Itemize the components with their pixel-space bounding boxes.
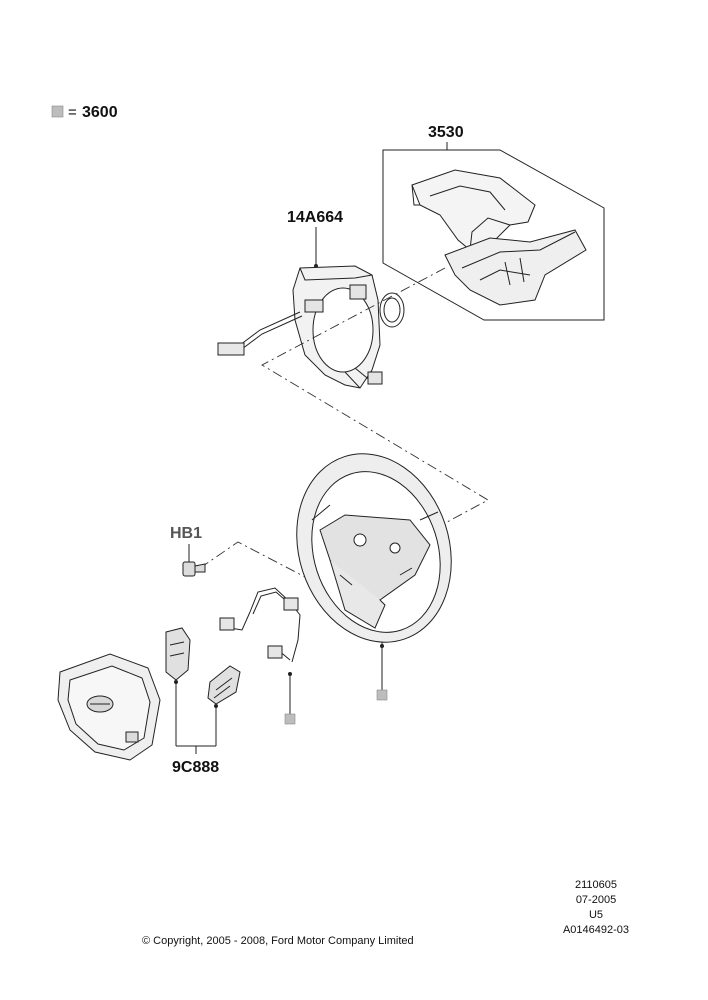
upper-shroud: [411, 169, 536, 251]
legend-code: 3600: [82, 104, 118, 121]
harness-grey-marker: [284, 713, 296, 725]
callout-9C888: 9C888: [172, 759, 219, 776]
legend-grey-square: [51, 105, 64, 118]
bolt-hb1: [182, 561, 206, 577]
clockspring-harness: [217, 311, 303, 356]
callout-3530: 3530: [428, 124, 464, 141]
clockspring: [292, 265, 383, 389]
copyright-notice: © Copyright, 2005 - 2008, Ford Motor Com…: [142, 935, 414, 947]
legend: = 3600: [51, 104, 118, 121]
steering-wheel: [296, 453, 452, 643]
callout-HB1: HB1: [170, 525, 202, 542]
callout-14A664: 14A664: [287, 209, 343, 226]
switch-leader: [175, 680, 217, 754]
ref-date: 07-2005: [575, 894, 617, 906]
wheel-grey-marker: [376, 689, 388, 701]
assembly-lines: [199, 267, 489, 591]
o-ring: [379, 292, 405, 328]
switch-left: [165, 627, 191, 681]
switch-right: [207, 665, 241, 705]
wiring-harness: [219, 587, 301, 663]
shroud-frame: [382, 149, 605, 321]
airbag-module: [57, 653, 161, 761]
ref-code-1: 2110605: [574, 879, 617, 891]
ref-number: A0146492-03: [562, 924, 630, 936]
lower-shroud: [444, 229, 587, 306]
ref-version: U5: [588, 909, 604, 921]
reference-block: 2110605 07-2005 U5 A0146492-03: [556, 878, 636, 938]
legend-equals: =: [68, 104, 77, 121]
